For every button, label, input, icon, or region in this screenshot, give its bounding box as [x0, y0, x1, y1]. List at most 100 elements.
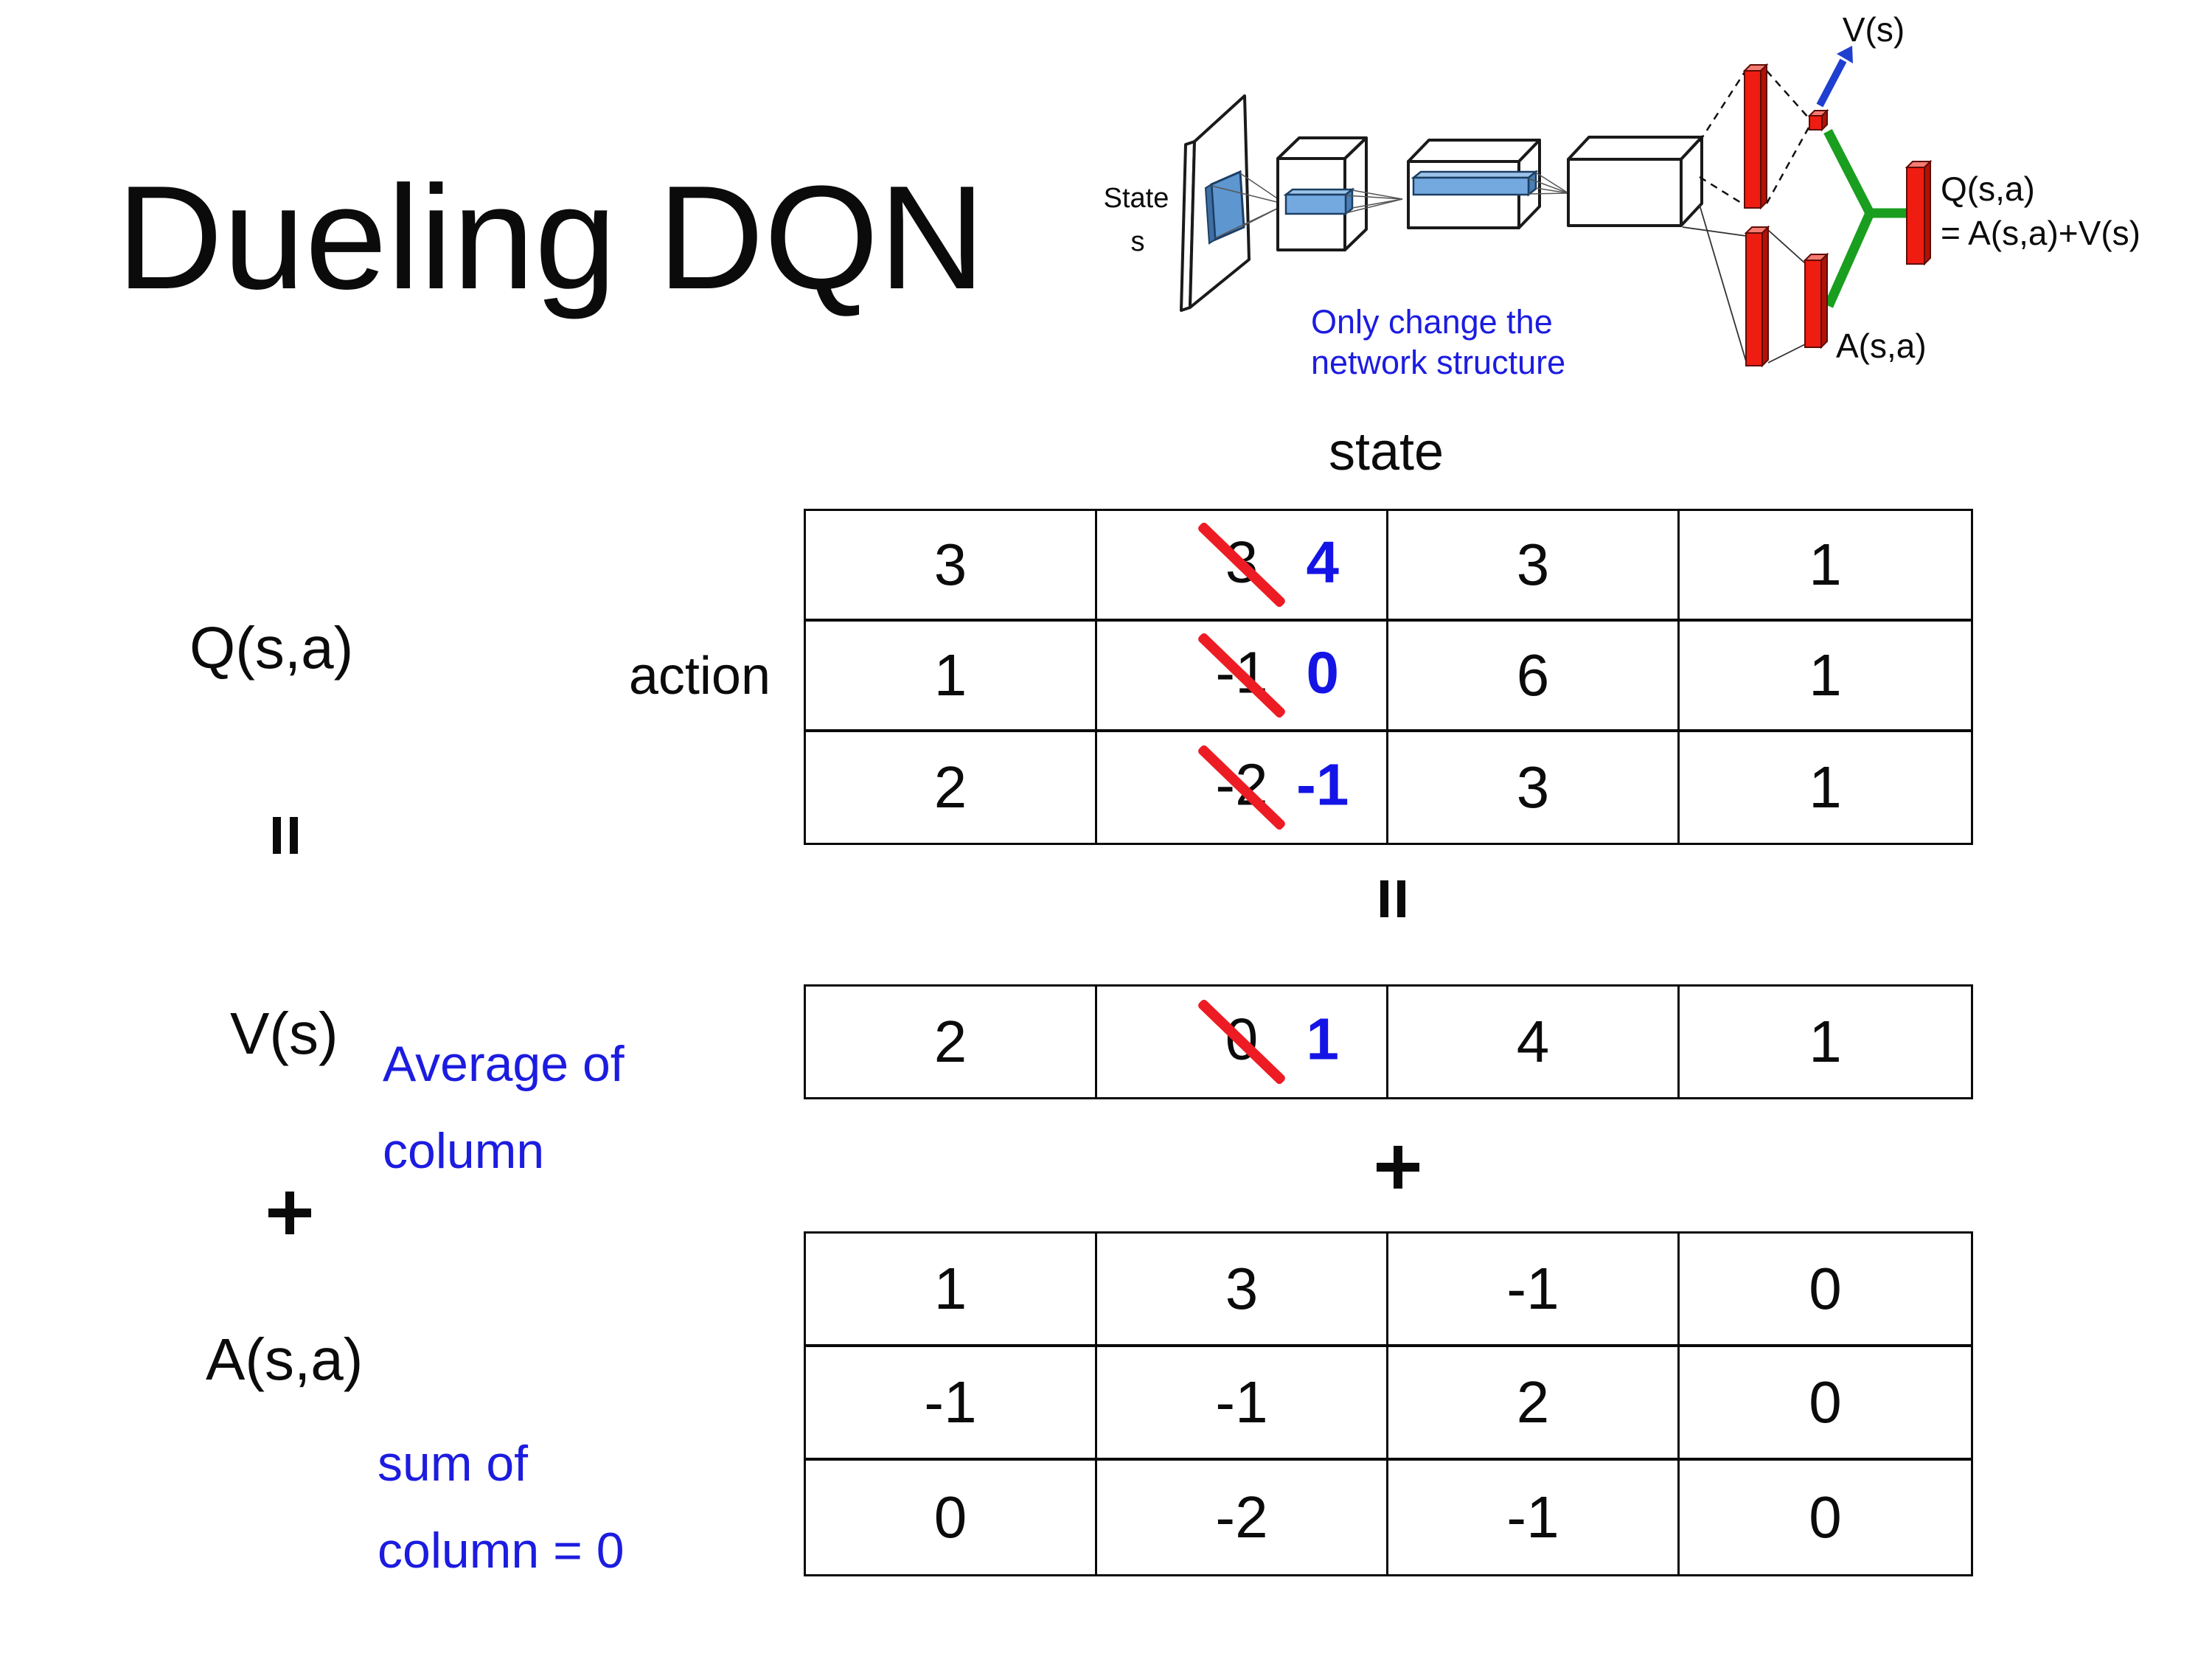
a-cell-r2c0: 0	[806, 1461, 1097, 1574]
corrected-value: 4	[1306, 529, 1340, 595]
cell-value: 0	[1809, 1369, 1842, 1435]
cnn-input-plane	[1180, 94, 1251, 312]
v-annotation-line1: Average of	[383, 1036, 625, 1092]
v-cell-c2: 4	[1388, 987, 1680, 1097]
diagram-note-line2: network structure	[1311, 344, 1565, 381]
q-output-bar	[1905, 159, 1933, 266]
receptive-field-lines	[1528, 172, 1569, 195]
a-cell-r2c3: 0	[1680, 1461, 1971, 1574]
a-matrix-label: A(s,a)	[206, 1326, 364, 1392]
v-cell-c1: 0 1	[1097, 987, 1388, 1097]
value-scalar-node	[1807, 108, 1829, 132]
cell-value: 3	[1225, 1256, 1259, 1321]
corrected-value: -1	[1296, 751, 1349, 818]
q-matrix-label: Q(s,a)	[189, 615, 354, 681]
q-cell-r1c3: 1	[1680, 622, 1971, 732]
dueling-network-diagram: State s V(s) Q(s,a) = A(s,a)+V(s) A(s,a)…	[1104, 10, 2140, 381]
cell-value: 4	[1516, 1009, 1550, 1074]
a-cell-r1c1: -1	[1097, 1347, 1388, 1461]
a-cell-r1c2: 2	[1388, 1347, 1680, 1461]
cell-value: -1	[924, 1369, 977, 1435]
q-cell-r1c0: 1	[806, 622, 1097, 732]
q-cell-r2c3: 1	[1680, 732, 1971, 843]
merge-connector	[1823, 129, 1907, 308]
q-cell-r1c2: 6	[1388, 622, 1680, 732]
cell-value: -1	[1506, 1256, 1559, 1321]
cell-value: 1	[1809, 754, 1842, 820]
cell-value: 1	[933, 1256, 967, 1321]
q-cell-r0c0: 3	[806, 511, 1097, 622]
a-cell-r0c2: -1	[1388, 1234, 1680, 1347]
value-output-arrow	[1816, 46, 1853, 108]
value-stream-links	[1698, 70, 1810, 206]
a-cell-r1c0: -1	[806, 1347, 1097, 1461]
cell-value: 0	[1809, 1484, 1842, 1550]
cell-value: -1	[1506, 1484, 1559, 1550]
q-matrix: 3 3 4 3 1 1 -1 0 6 1 2 -2 -1 3 1	[804, 509, 1973, 845]
cell-value: 0	[933, 1484, 967, 1550]
cell-value: 1	[1809, 1009, 1842, 1074]
advantage-stream-links	[1682, 204, 1806, 364]
fc-layer-box	[1567, 136, 1703, 227]
cell-value: -1	[1215, 1369, 1268, 1435]
page-title: Dueling DQN	[116, 156, 986, 320]
q-cell-r2c0: 2	[806, 732, 1097, 843]
state-axis-label: state	[1328, 422, 1444, 481]
a-annotation-line2: column = 0	[378, 1523, 625, 1579]
plus-sign	[268, 1192, 311, 1234]
cell-value: 3	[1516, 532, 1550, 597]
feature-map-1	[1283, 187, 1355, 216]
q-cell-r2c2: 3	[1388, 732, 1680, 843]
q-cell-r0c1: 3 4	[1097, 511, 1388, 622]
equals-sign-rotated	[273, 817, 298, 854]
cell-value: 3	[1516, 754, 1550, 820]
value-hidden-bar	[1742, 63, 1769, 210]
v-matrix-label: V(s)	[230, 1001, 338, 1066]
cell-value: 6	[1516, 642, 1550, 708]
a-cell-r1c3: 0	[1680, 1347, 1971, 1461]
diagram-note-line1: Only change the	[1311, 303, 1553, 341]
input-filter-patch	[1210, 170, 1245, 242]
state-input-sub: s	[1131, 226, 1145, 257]
q-cell-r0c3: 1	[1680, 511, 1971, 622]
q-output-label-line1: Q(s,a)	[1941, 170, 2035, 208]
cell-value: 3	[933, 532, 967, 597]
q-cell-r2c1: -2 -1	[1097, 732, 1388, 843]
v-annotation-line2: column	[383, 1123, 545, 1179]
v-output-label: V(s)	[1843, 10, 1905, 49]
cell-value: 2	[933, 1009, 967, 1074]
a-matrix: 1 3 -1 0 -1 -1 2 0 0 -2 -1 0	[804, 1231, 1973, 1576]
cell-value: 0	[1809, 1256, 1842, 1321]
cell-value: 1	[1809, 642, 1842, 708]
v-cell-c0: 2	[806, 987, 1097, 1097]
v-matrix: 2 0 1 4 1	[804, 984, 1973, 1099]
a-cell-r0c0: 1	[806, 1234, 1097, 1347]
v-annotation: Average of column	[383, 1020, 625, 1194]
a-cell-r2c1: -2	[1097, 1461, 1388, 1574]
cell-value: 1	[933, 642, 967, 708]
plus-sign	[1377, 1146, 1419, 1189]
state-input-label: State	[1104, 183, 1169, 214]
advantage-hidden-bar	[1744, 225, 1770, 368]
q-cell-r1c1: -1 0	[1097, 622, 1388, 732]
receptive-field-lines	[1345, 189, 1403, 214]
a-cell-r2c2: -1	[1388, 1461, 1680, 1574]
a-annotation: sum of column = 0	[378, 1420, 625, 1594]
advantage-vector-bar	[1803, 252, 1829, 349]
a-cell-r0c1: 3	[1097, 1234, 1388, 1347]
a-output-label: A(s,a)	[1836, 327, 1927, 365]
q-output-label-line2: = A(s,a)+V(s)	[1941, 214, 2140, 252]
a-cell-r0c3: 0	[1680, 1234, 1971, 1347]
corrected-value: 1	[1306, 1006, 1340, 1072]
cell-value: 2	[933, 754, 967, 820]
equals-sign-rotated	[1380, 880, 1405, 917]
corrected-value: 0	[1306, 639, 1340, 706]
cell-value: -2	[1215, 1484, 1268, 1550]
feature-map-2	[1411, 170, 1539, 197]
q-cell-r0c2: 3	[1388, 511, 1680, 622]
action-axis-label: action	[628, 647, 771, 706]
cell-value: 2	[1516, 1369, 1550, 1435]
v-cell-c3: 1	[1680, 987, 1971, 1097]
cell-value: 1	[1809, 532, 1842, 597]
